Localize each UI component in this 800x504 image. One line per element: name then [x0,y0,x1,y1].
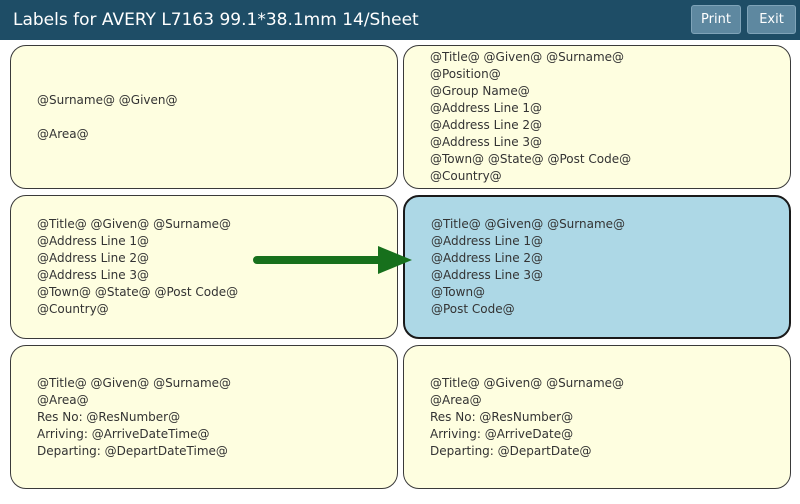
label-line: Arriving: @ArriveDate@ [430,426,574,441]
label-line [37,109,178,126]
label-template-3[interactable]: @Title@ @Given@ @Surname@ @Address Line … [10,195,398,339]
exit-button[interactable]: Exit [747,5,796,34]
label-lines: @Title@ @Given@ @Surname@ @Address Line … [431,216,625,318]
label-line: @Address Line 1@ [37,234,150,248]
label-template-2[interactable]: @Title@ @Given@ @Surname@ @Position@ @Gr… [403,45,791,189]
label-line: @Address Line 1@ [431,234,544,248]
label-line: @Title@ @Given@ @Surname@ [431,217,626,231]
label-line: @Country@ [430,169,502,183]
label-template-4-selected[interactable]: @Title@ @Given@ @Surname@ @Address Line … [403,195,791,339]
label-template-5[interactable]: @Title@ @Given@ @Surname@ @Area@ Res No:… [10,345,398,489]
label-line: @Town@ @State@ @Post Code@ [37,285,239,299]
label-line: @Title@ @Given@ @Surname@ [430,375,625,390]
label-line: @Title@ @Given@ @Surname@ [430,50,625,64]
label-line: @Area@ [37,392,89,407]
label-line: @Address Line 2@ [431,251,544,265]
label-lines: @Title@ @Given@ @Surname@ @Area@ Res No:… [37,375,231,460]
label-lines: @Surname@ @Given@ @Area@ [37,92,178,143]
label-line: @Title@ @Given@ @Surname@ [37,217,232,231]
label-line: @Title@ @Given@ @Surname@ [37,375,232,390]
label-line: Arriving: @ArriveDateTime@ [37,426,210,441]
label-line: Res No: @ResNumber@ [37,409,181,424]
label-line: @Address Line 2@ [37,251,150,265]
label-line: Res No: @ResNumber@ [430,409,574,424]
label-line: @Address Line 3@ [37,268,150,282]
label-line: @Address Line 1@ [430,101,543,115]
label-line: @Town@ [431,285,486,299]
print-button[interactable]: Print [691,5,741,34]
label-line: @Area@ [37,126,89,141]
label-template-6[interactable]: @Title@ @Given@ @Surname@ @Area@ Res No:… [403,345,791,489]
label-line: @Post Code@ [431,302,515,316]
label-line: @Address Line 3@ [431,268,544,282]
label-lines: @Title@ @Given@ @Surname@ @Area@ Res No:… [430,375,624,460]
label-line: @Area@ [430,392,482,407]
label-line: @Address Line 2@ [430,118,543,132]
page-title: Labels for AVERY L7163 99.1*38.1mm 14/Sh… [13,10,419,30]
label-line: Departing: @DepartDateTime@ [37,443,228,458]
label-lines: @Title@ @Given@ @Surname@ @Address Line … [37,216,238,318]
label-line: @Address Line 3@ [430,135,543,149]
label-line: @Surname@ @Given@ [37,92,178,107]
label-line: @Town@ @State@ @Post Code@ [430,152,632,166]
label-line: @Position@ [430,67,501,81]
label-line: @Country@ [37,302,109,316]
label-line: @Group Name@ [430,84,530,98]
label-line: Departing: @DepartDate@ [430,443,592,458]
label-lines: @Title@ @Given@ @Surname@ @Position@ @Gr… [430,49,631,185]
arrow-right-icon [253,246,412,274]
title-bar: Labels for AVERY L7163 99.1*38.1mm 14/Sh… [0,0,800,40]
label-template-1[interactable]: @Surname@ @Given@ @Area@ [10,45,398,189]
